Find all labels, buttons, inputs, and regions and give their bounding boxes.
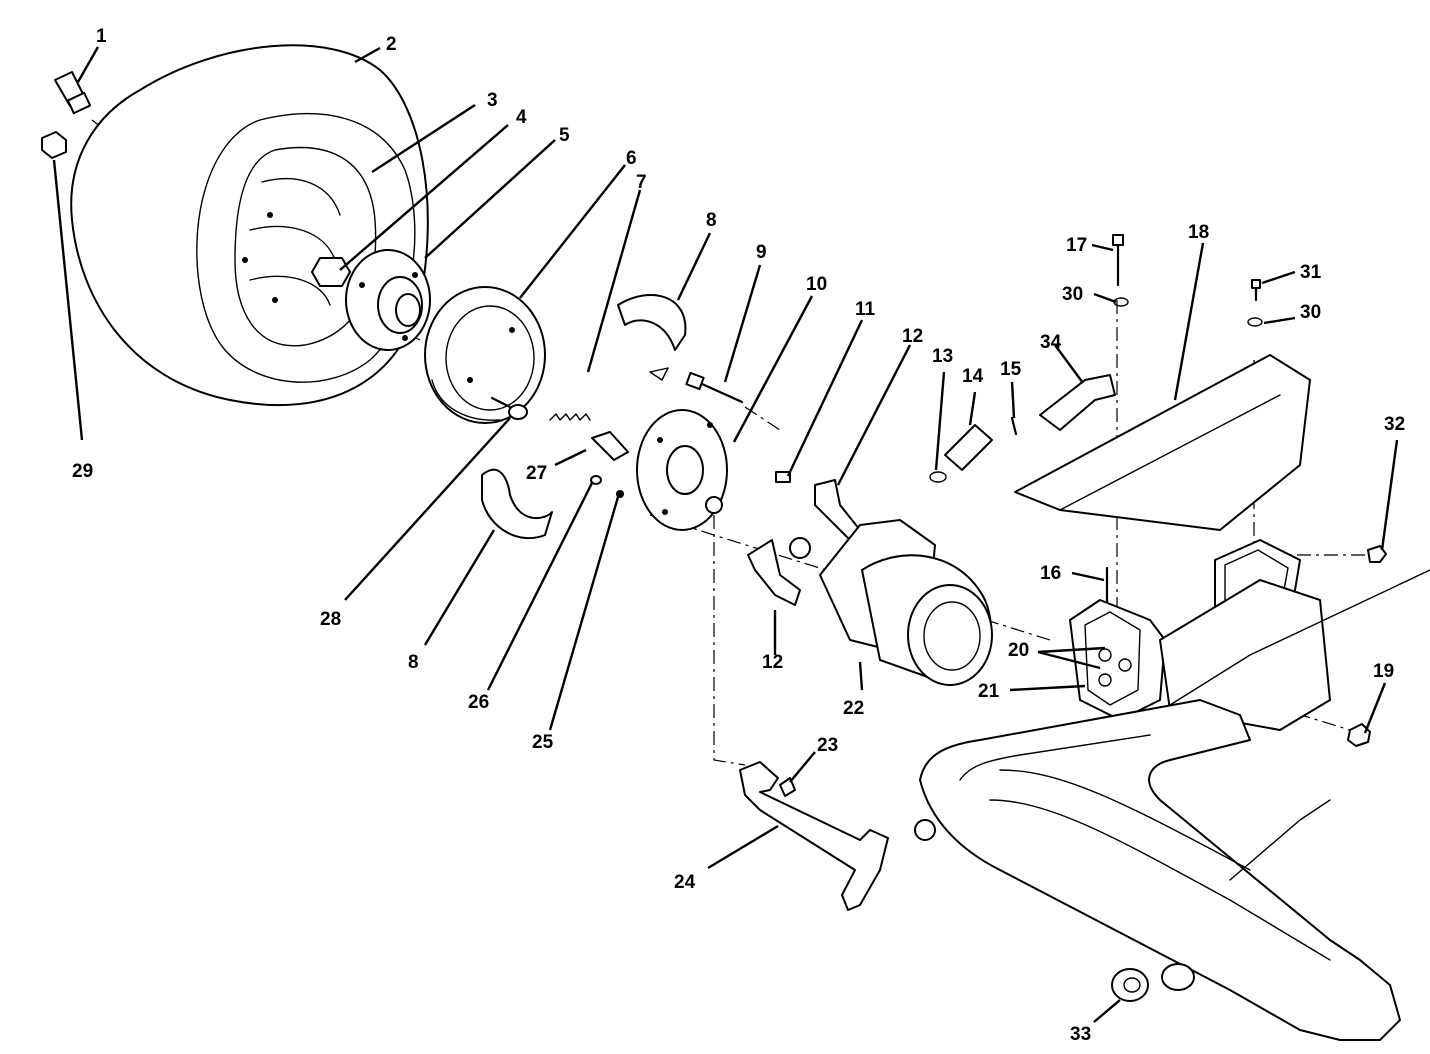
callout-27: 27 <box>526 463 547 484</box>
hose-fitting <box>1039 374 1116 431</box>
bushing-a <box>1111 968 1149 1002</box>
elbow-fitting <box>944 424 993 471</box>
key <box>775 471 791 483</box>
bolt-31 <box>1251 279 1261 302</box>
callout-14: 14 <box>962 366 984 387</box>
callout-30-right: 30 <box>1300 302 1321 323</box>
callout-21: 21 <box>978 681 1000 702</box>
mount-bracket <box>1069 599 1166 721</box>
callout-16: 16 <box>1040 563 1061 584</box>
wheel-bolt <box>490 396 528 420</box>
callout-29: 29 <box>72 461 93 482</box>
washer-30a <box>1113 297 1129 307</box>
callout-8-lower: 8 <box>408 652 419 673</box>
callout-12-upper: 12 <box>902 326 923 347</box>
clip <box>779 777 796 797</box>
nut-32 <box>1367 545 1387 563</box>
o-ring <box>929 471 947 483</box>
callout-3: 3 <box>487 90 498 111</box>
washer-30b <box>1247 317 1263 327</box>
callout-25: 25 <box>532 732 554 753</box>
leader-lines <box>52 46 1399 1023</box>
callout-labels: 1 2 3 4 5 6 7 8 8 9 10 11 12 12 13 14 15… <box>72 26 1405 1045</box>
nut-19 <box>1347 723 1371 747</box>
callout-32: 32 <box>1384 414 1405 435</box>
bolt-17 <box>1112 234 1124 287</box>
callout-18: 18 <box>1188 222 1209 243</box>
backing-plate <box>636 409 728 531</box>
brake-rod <box>739 761 889 911</box>
callout-26: 26 <box>468 692 489 713</box>
brake-drum <box>424 286 546 424</box>
callout-13: 13 <box>932 346 953 367</box>
tire-wheel <box>70 44 429 407</box>
callout-17: 17 <box>1066 235 1087 256</box>
callout-7: 7 <box>636 172 647 193</box>
callout-9: 9 <box>756 242 767 263</box>
cam-pin <box>591 431 629 461</box>
callout-33: 33 <box>1070 1024 1091 1045</box>
callout-19: 19 <box>1373 661 1394 682</box>
bushing-b <box>1161 963 1195 991</box>
callout-34: 34 <box>1040 332 1062 353</box>
callout-11: 11 <box>855 299 876 320</box>
washer <box>616 490 624 498</box>
hydraulic-motor <box>789 519 993 686</box>
hub <box>345 249 431 351</box>
snap-ring <box>1010 416 1018 436</box>
callout-22: 22 <box>843 698 864 719</box>
bolt <box>685 371 744 404</box>
lug-nut <box>41 131 67 159</box>
callout-28: 28 <box>320 609 341 630</box>
callout-30-left: 30 <box>1062 284 1083 305</box>
shield <box>1014 354 1311 531</box>
callout-8-upper: 8 <box>706 210 717 231</box>
callout-15: 15 <box>1000 359 1022 380</box>
callout-31: 31 <box>1300 262 1322 283</box>
callout-12-lower: 12 <box>762 652 783 673</box>
valve-stem <box>54 71 92 115</box>
brake-shoe-lower <box>481 468 553 540</box>
callout-4: 4 <box>516 107 527 128</box>
brake-shoe-upper <box>617 294 687 381</box>
screw <box>590 475 602 485</box>
spring <box>549 413 591 421</box>
callout-2: 2 <box>386 34 397 55</box>
callout-6: 6 <box>626 148 637 169</box>
frame <box>914 569 1430 1041</box>
callout-1: 1 <box>96 26 107 47</box>
callout-20: 20 <box>1008 640 1029 661</box>
callout-23: 23 <box>817 735 838 756</box>
brake-arm-lower <box>747 539 801 606</box>
callout-5: 5 <box>559 125 570 146</box>
callout-24: 24 <box>674 872 696 893</box>
callout-10: 10 <box>806 274 827 295</box>
